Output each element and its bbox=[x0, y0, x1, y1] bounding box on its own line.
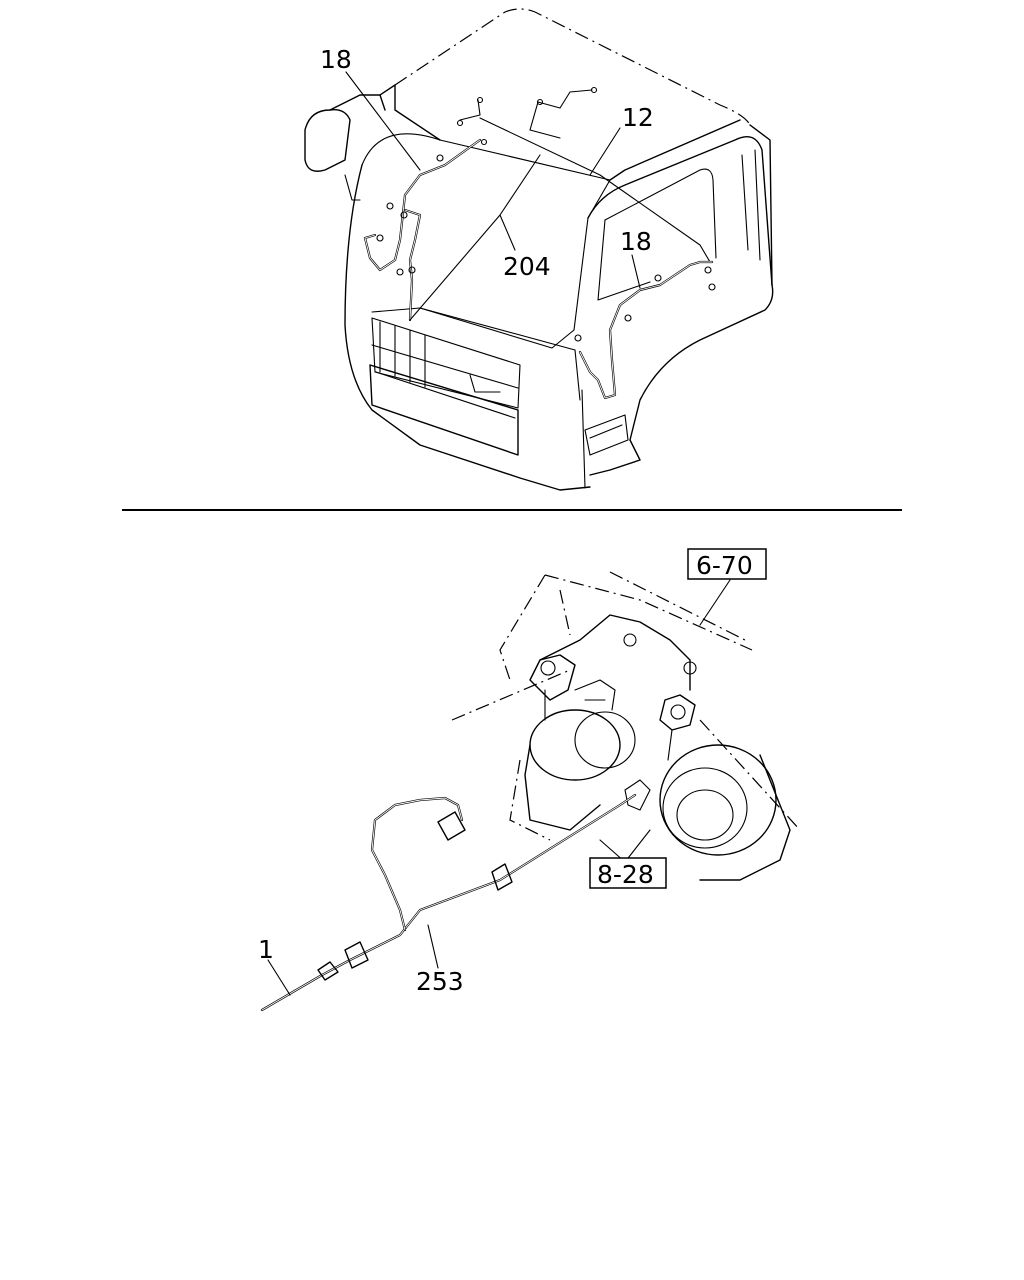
truck-cab-illustration bbox=[304, 8, 774, 491]
reference-label-6-70: 6-70 bbox=[696, 551, 753, 580]
callout-253: 253 bbox=[416, 967, 464, 996]
reference-box-6-70 bbox=[687, 548, 767, 580]
horn-assembly-illustration bbox=[260, 571, 801, 1012]
callout-18-left: 18 bbox=[320, 45, 352, 74]
reference-box-8-28 bbox=[589, 857, 667, 889]
callout-1: 1 bbox=[258, 935, 274, 964]
callout-12: 12 bbox=[622, 103, 654, 132]
callout-18-right: 18 bbox=[620, 227, 652, 256]
reference-label-8-28: 8-28 bbox=[597, 860, 654, 889]
callout-204: 204 bbox=[503, 252, 551, 281]
